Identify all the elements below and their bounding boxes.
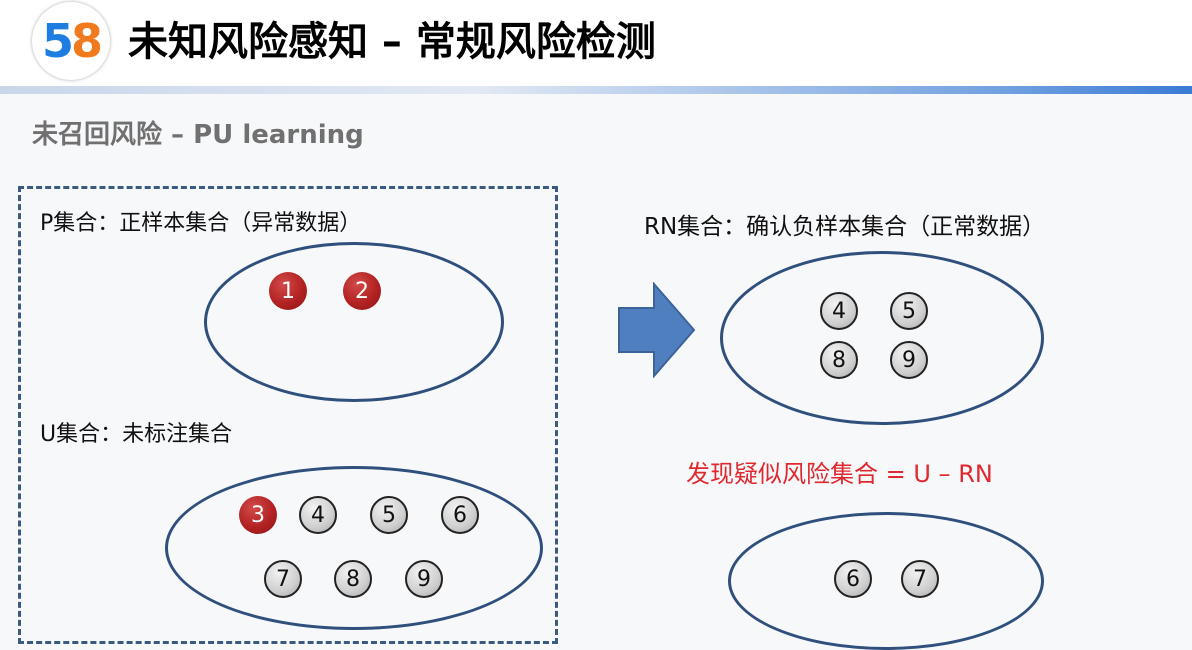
u-sample-3: 3 bbox=[239, 496, 277, 534]
p-sample-2: 2 bbox=[343, 272, 381, 310]
rn-sample-5: 5 bbox=[890, 292, 928, 330]
result-set-ellipse bbox=[728, 512, 1044, 650]
u-sample-7: 7 bbox=[264, 560, 302, 598]
u-set-label: U集合：未标注集合 bbox=[40, 422, 233, 447]
section-subtitle: 未召回风险 – PU learning bbox=[32, 120, 364, 150]
u-sample-4: 4 bbox=[299, 496, 337, 534]
u-sample-6: 6 bbox=[441, 496, 479, 534]
header-divider bbox=[0, 86, 1192, 94]
rn-sample-8: 8 bbox=[820, 341, 858, 379]
u-sample-8: 8 bbox=[334, 560, 372, 598]
result-sample-7: 7 bbox=[901, 560, 939, 598]
p-set-label: P集合：正样本集合（异常数据） bbox=[40, 211, 362, 236]
u-sample-5: 5 bbox=[370, 496, 408, 534]
right-arrow-icon bbox=[618, 282, 696, 378]
p-set-ellipse bbox=[204, 242, 504, 402]
page-title: 未知风险感知 – 常规风险检测 bbox=[128, 19, 656, 65]
rn-sample-4: 4 bbox=[820, 292, 858, 330]
rn-set-label: RN集合：确认负样本集合（正常数据） bbox=[644, 214, 1046, 240]
rn-set-ellipse bbox=[720, 251, 1044, 425]
result-sample-6: 6 bbox=[834, 560, 872, 598]
rn-sample-9: 9 bbox=[890, 341, 928, 379]
result-formula: 发现疑似风险集合 = U – RN bbox=[686, 460, 993, 488]
pu-dataset-box bbox=[18, 186, 558, 644]
p-sample-1: 1 bbox=[269, 272, 307, 310]
u-set-ellipse bbox=[165, 466, 543, 630]
u-sample-9: 9 bbox=[405, 560, 443, 598]
